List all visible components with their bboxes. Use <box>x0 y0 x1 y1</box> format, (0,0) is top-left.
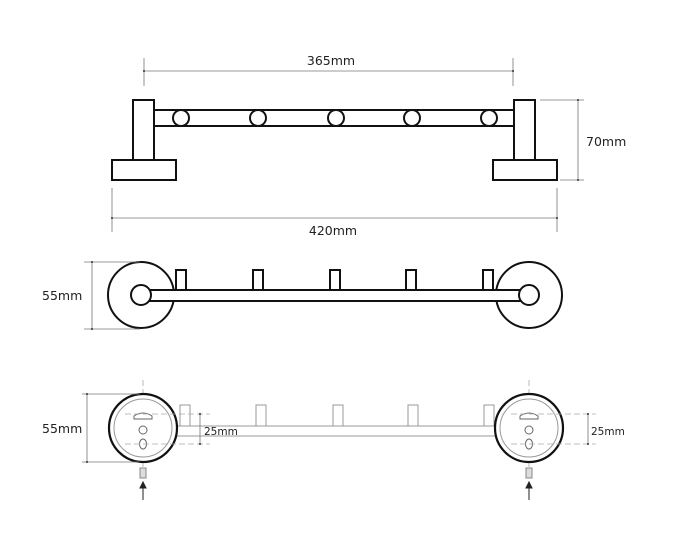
mount-view: 25mm 25mm 55mm <box>42 380 625 500</box>
dimension-label-365: 365mm <box>307 53 355 68</box>
dimension-label-25-right: 25mm <box>591 426 625 438</box>
left-post <box>132 99 155 161</box>
screw-icons <box>139 467 533 479</box>
dimension-label-55-mount: 55mm <box>42 421 82 436</box>
hooks-top <box>172 109 498 127</box>
left-base <box>111 159 177 181</box>
right-post <box>513 99 536 161</box>
hooks-mount <box>179 404 495 427</box>
right-base <box>492 159 558 181</box>
dimension-label-70: 70mm <box>586 134 626 149</box>
dimension-label-55-front: 55mm <box>42 288 82 303</box>
hooks-front <box>175 269 494 291</box>
arrow-icons <box>139 480 533 500</box>
left-mount-plate <box>107 392 179 464</box>
dimension-label-25-left: 25mm <box>204 426 238 438</box>
top-view: 365mm 70mm 420mm <box>110 53 626 238</box>
bar-front <box>140 289 530 302</box>
front-view: 55mm <box>42 260 563 331</box>
right-mount-plate <box>493 392 565 464</box>
dimension-label-420: 420mm <box>309 223 357 238</box>
